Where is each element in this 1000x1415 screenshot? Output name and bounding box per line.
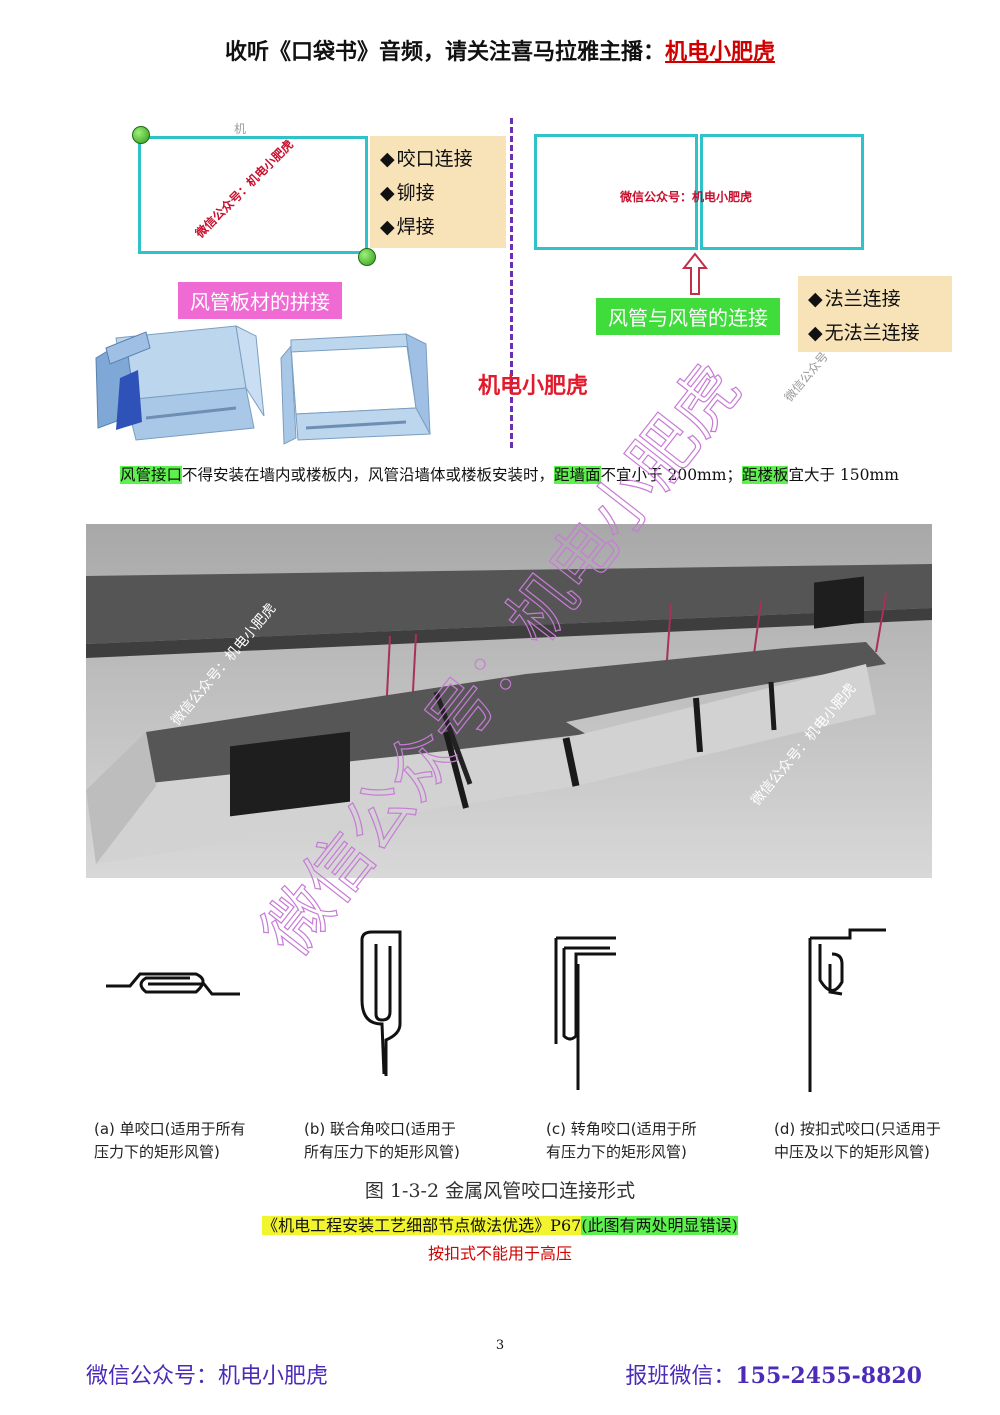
caption-line: 所有压力下的矩形风管) <box>304 1143 460 1161</box>
footer-contact: 报班微信：155-2455-8820 <box>625 1358 922 1390</box>
connection-label: 风管与风管的连接 <box>594 296 782 337</box>
corner-watermark: 机 <box>234 122 247 136</box>
up-arrow-icon <box>682 252 708 295</box>
caption-line: (c) 转角咬口(适用于所 <box>546 1120 697 1138</box>
seam-c-corner-lock <box>554 936 616 1090</box>
seam-caption-d: (d) 按扣式咬口(只适用于 中压及以下的矩形风管) <box>774 1118 941 1164</box>
duct-box-1 <box>534 134 698 250</box>
seam-b-combination-corner <box>360 930 402 1076</box>
highlight-wall-distance: 距墙面 <box>554 466 601 484</box>
seam-d-pittsburgh-snap <box>808 928 886 1092</box>
method-item: 焊接 <box>380 210 496 244</box>
highlight-slab-distance: 距楼板 <box>741 466 789 484</box>
installation-note-paragraph: 风管接口不得安装在墙内或楼板内，风管沿墙体或楼板安装时，距墙面不宜小于 200m… <box>86 462 936 489</box>
corner-dot-top-left <box>132 126 150 144</box>
caption-line: 压力下的矩形风管) <box>94 1143 220 1161</box>
panel-box-left <box>138 136 368 254</box>
duct-closed-drawing <box>280 333 431 445</box>
source-book: 《机电工程安装工艺细部节点做法优选》P67 <box>262 1216 582 1235</box>
note-text: 不得安装在墙内或楼板内，风管沿墙体或楼板安装时， <box>182 466 555 484</box>
header-prefix: 收听《口袋书》音频，请关注喜马拉雅主播： <box>224 40 665 65</box>
warning-text: 按扣式不能用于高压 <box>427 1244 572 1263</box>
caption-line: (a) 单咬口(适用于所有 <box>94 1120 246 1138</box>
note-text: 不宜小于 200mm； <box>600 466 742 484</box>
caption-line: (b) 联合角咬口(适用于 <box>304 1120 456 1138</box>
caption-line: 中压及以下的矩形风管) <box>774 1143 930 1161</box>
duct-box-2 <box>700 134 864 250</box>
method-item: 无法兰连接 <box>808 316 942 350</box>
highlight-duct-joint: 风管接口 <box>120 466 183 484</box>
header-host-link[interactable]: 机电小肥虎 <box>665 40 776 65</box>
note-text: 宜大于 150mm <box>788 466 899 484</box>
footer-wechat-account: 微信公众号：机电小肥虎 <box>86 1364 329 1389</box>
duct-open-drawing <box>95 325 265 441</box>
source-note: (此图有两处明显错误) <box>581 1216 738 1235</box>
duct-render-illustration <box>86 524 932 878</box>
box-watermark-right: 微信公众号：机电小肥虎 <box>620 190 753 204</box>
page-header: 收听《口袋书》音频，请关注喜马拉雅主播：机电小肥虎 <box>0 34 1000 66</box>
duct-render-photo: 微信公众号：机电小肥虎 微信公众号：机电小肥虎 <box>86 524 932 878</box>
splice-methods-panel: 咬口连接 铆接 焊接 <box>370 136 506 248</box>
corner-dot-bottom-right <box>358 248 376 266</box>
seam-caption-b: (b) 联合角咬口(适用于 所有压力下的矩形风管) <box>304 1118 460 1164</box>
duct-connection-figure: 微信公众号：机电小肥虎 机 咬口连接 铆接 焊接 风管板材的拼接 机电小肥虎 <box>86 118 956 453</box>
footer-contact-number: 155-2455-8820 <box>735 1363 922 1389</box>
figure-caption: 图 1-3-2 金属风管咬口连接形式 <box>364 1180 636 1202</box>
duct-panel-drawings <box>95 325 431 445</box>
method-item: 法兰连接 <box>808 282 942 316</box>
gray-watermark: 微信公众号 <box>781 349 832 405</box>
splice-label: 风管板材的拼接 <box>178 282 342 319</box>
page-number: 3 <box>495 1338 505 1353</box>
method-item: 咬口连接 <box>380 142 496 176</box>
seam-caption-a: (a) 单咬口(适用于所有 压力下的矩形风管) <box>94 1118 246 1164</box>
method-item: 铆接 <box>380 176 496 210</box>
caption-line: (d) 按扣式咬口(只适用于 <box>774 1120 941 1138</box>
center-brand-text: 机电小肥虎 <box>478 374 589 399</box>
caption-line: 有压力下的矩形风管) <box>546 1143 687 1161</box>
connection-methods-panel: 法兰连接 无法兰连接 <box>798 276 952 352</box>
source-reference: 《机电工程安装工艺细部节点做法优选》P67(此图有两处明显错误) <box>0 1212 1000 1236</box>
seam-caption-c: (c) 转角咬口(适用于所 有压力下的矩形风管) <box>546 1118 697 1164</box>
seam-a-single-lock <box>106 972 240 996</box>
seam-drawings <box>106 928 886 1092</box>
dashed-divider <box>510 118 513 448</box>
footer-contact-label: 报班微信： <box>625 1364 736 1389</box>
